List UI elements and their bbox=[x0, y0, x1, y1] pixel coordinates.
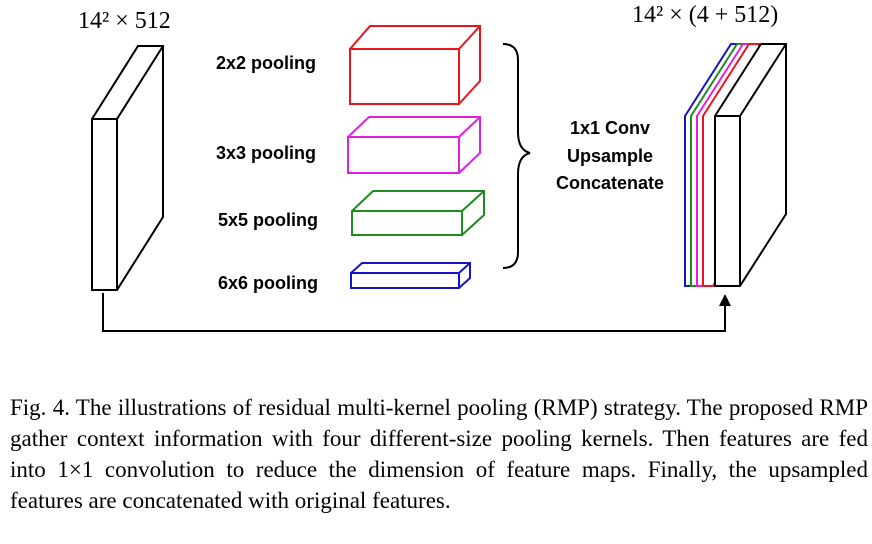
pool-box-3x3 bbox=[347, 116, 481, 174]
pooling-label-6x6: 6x6 pooling bbox=[218, 273, 318, 293]
input-size-label: 14² × 512 bbox=[78, 8, 171, 34]
output-size-label: 14² × (4 + 512) bbox=[632, 2, 778, 28]
figure-caption: Fig. 4. The illustrations of residual mu… bbox=[10, 395, 868, 513]
pooling-label-2x2: 2x2 pooling bbox=[216, 53, 316, 73]
pooling-label-5x5: 5x5 pooling bbox=[218, 210, 318, 230]
curly-brace bbox=[502, 43, 531, 269]
input-feature-map bbox=[91, 45, 164, 291]
residual-arrow bbox=[102, 293, 731, 332]
pool-box-5x5 bbox=[351, 190, 485, 236]
op-label-conv: 1x1 Conv bbox=[570, 118, 650, 138]
pooling-label-3x3: 3x3 pooling bbox=[216, 143, 316, 163]
pool-box-6x6 bbox=[350, 262, 471, 289]
output-feature-stack bbox=[684, 43, 787, 287]
rmp-diagram: 14² × 512 2x2 pooling 3x3 pooling 5x5 po… bbox=[78, 2, 787, 332]
op-label-concatenate: Concatenate bbox=[556, 173, 664, 193]
pool-box-2x2 bbox=[349, 25, 481, 105]
op-label-upsample: Upsample bbox=[567, 146, 653, 166]
